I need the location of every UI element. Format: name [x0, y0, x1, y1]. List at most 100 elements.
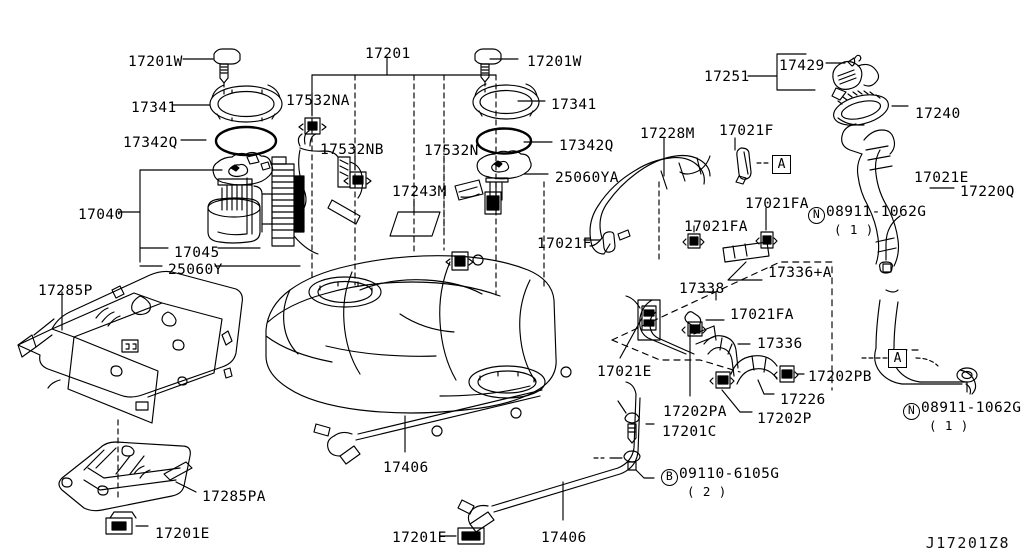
- clamp-17021f-upper: [735, 147, 752, 185]
- nut-08911-upper: [879, 243, 893, 274]
- part-label-17201w[interactable]: 17201W: [128, 54, 183, 70]
- part-label-17338[interactable]: 17338: [679, 281, 725, 297]
- filler-tube-17220q: [841, 123, 977, 395]
- part-label-17021fa[interactable]: 17021FA: [684, 219, 748, 235]
- part-label-17201w[interactable]: 17201W: [527, 54, 582, 70]
- part-label-17406[interactable]: 17406: [383, 460, 429, 476]
- tank-mount-bosses: [431, 254, 572, 437]
- part-label-17251[interactable]: 17251: [704, 69, 750, 85]
- leader-a-lower-b: [915, 357, 939, 367]
- plate-17243m: [389, 198, 441, 237]
- part-label-17202pa[interactable]: 17202PA: [663, 404, 727, 420]
- leader-nut-upper: [885, 215, 901, 245]
- leader-17338: [697, 291, 717, 301]
- part-label-17532n[interactable]: 17532N: [424, 143, 479, 159]
- part-label-17336-a[interactable]: 17336+A: [768, 265, 832, 281]
- part-label-17201c[interactable]: 17201C: [662, 424, 717, 440]
- part-label-17532nb[interactable]: 17532NB: [320, 142, 384, 158]
- leader-17021e: [619, 317, 643, 359]
- clip-17532n: [445, 251, 474, 271]
- part-label-17532na[interactable]: 17532NA: [286, 93, 350, 109]
- part-label-17243m[interactable]: 17243M: [392, 184, 447, 200]
- part-label-17285pa[interactable]: 17285PA: [202, 489, 266, 505]
- o-ring-17342q-left: [214, 125, 278, 157]
- callout-quantity: ( 1 ): [929, 418, 969, 433]
- vent-hose-17226: [730, 355, 778, 385]
- clip-17532nb: [343, 171, 372, 189]
- lock-ring-17341-left: [209, 84, 283, 123]
- part-label-17406[interactable]: 17406: [541, 530, 587, 546]
- leader-17202p: [721, 389, 753, 413]
- callout-box-a-upper[interactable]: A: [772, 155, 791, 174]
- part-label-25060ya[interactable]: 25060YA: [555, 170, 619, 186]
- callout-quantity: ( 2 ): [687, 484, 727, 499]
- callout-part-number: 09110-6105G: [679, 466, 780, 482]
- part-label-17228m[interactable]: 17228M: [640, 126, 695, 142]
- part-label-17342q[interactable]: 17342Q: [123, 135, 178, 151]
- vent-hose-17336a: [722, 241, 770, 263]
- part-label-17341[interactable]: 17341: [131, 100, 177, 116]
- clip-17021fa-a: [682, 233, 705, 249]
- part-label-17226[interactable]: 17226: [780, 392, 826, 408]
- diagram-watermark: J17201Z8: [925, 534, 1010, 552]
- part-label-17201e[interactable]: 17201E: [155, 526, 210, 542]
- part-label-17021e[interactable]: 17021E: [597, 364, 652, 380]
- callout-quantity: ( 1 ): [834, 222, 874, 237]
- leader-17338-b: [625, 295, 641, 309]
- clamp-17021f-lower: [602, 229, 631, 253]
- clip-17202pa: [684, 311, 702, 328]
- part-label-17021e[interactable]: 17021E: [914, 170, 969, 186]
- strap-bolt-17201c: [617, 400, 640, 444]
- part-label-17021fa[interactable]: 17021FA: [730, 307, 794, 323]
- leader-lines-left: [117, 58, 301, 267]
- part-label-17021f[interactable]: 17021F: [537, 236, 592, 252]
- callout-part-number: 08911-1062G: [826, 204, 927, 220]
- part-label-17021fa[interactable]: 17021FA: [745, 196, 809, 212]
- fuel-tank-body: [265, 255, 557, 414]
- nut-17201e-strap: [457, 527, 485, 545]
- part-label-17341[interactable]: 17341: [551, 97, 597, 113]
- part-label-17336[interactable]: 17336: [757, 336, 803, 352]
- tank-opening-front: [308, 276, 382, 308]
- part-label-17045[interactable]: 17045: [174, 245, 220, 261]
- part-label-17202p[interactable]: 17202P: [757, 411, 812, 427]
- clip-17202pb: [773, 365, 799, 383]
- leader-filler-cap: [747, 53, 846, 91]
- part-label-17021f[interactable]: 17021F: [719, 123, 774, 139]
- leader-17336a: [727, 261, 763, 281]
- fuel-sender-25060ya: [454, 150, 532, 215]
- callout-prefix-circle: N: [808, 207, 825, 224]
- part-label-17040[interactable]: 17040: [78, 207, 124, 223]
- leader-lines-sender: [489, 58, 553, 175]
- clip-17021fa-b: [755, 231, 778, 249]
- filler-hose-17228m: [589, 154, 711, 255]
- leader-17226: [757, 379, 775, 395]
- part-label-17285p[interactable]: 17285P: [38, 283, 93, 299]
- clip-17202p: [709, 371, 735, 389]
- part-label-17201e[interactable]: 17201E: [392, 530, 447, 546]
- filler-ring-17240: [833, 90, 889, 126]
- heat-shield-17285pa: [58, 441, 193, 512]
- part-label-17202pb[interactable]: 17202PB: [808, 369, 872, 385]
- bolt-17201w-left: [213, 48, 241, 95]
- callout-part-number: 08911-1062G: [921, 400, 1022, 416]
- vent-hose-17338: [639, 299, 717, 355]
- callout-box-a-lower[interactable]: A: [888, 349, 907, 368]
- clip-17532na: [298, 117, 327, 135]
- wiring-harness-25060y: [293, 130, 364, 255]
- part-label-17342q[interactable]: 17342Q: [559, 138, 614, 154]
- part-label-17220q[interactable]: 17220Q: [960, 184, 1015, 200]
- part-label-17201[interactable]: 17201: [365, 46, 411, 62]
- callout-prefix-circle: B: [661, 469, 678, 486]
- part-label-17240[interactable]: 17240: [915, 106, 961, 122]
- part-label-25060y[interactable]: 25060Y: [168, 262, 223, 278]
- tank-strap-rear-17406: [457, 381, 641, 533]
- part-label-17429[interactable]: 17429: [779, 58, 825, 74]
- vent-hose-17336: [703, 335, 739, 377]
- tank-opening-rear: [468, 365, 546, 399]
